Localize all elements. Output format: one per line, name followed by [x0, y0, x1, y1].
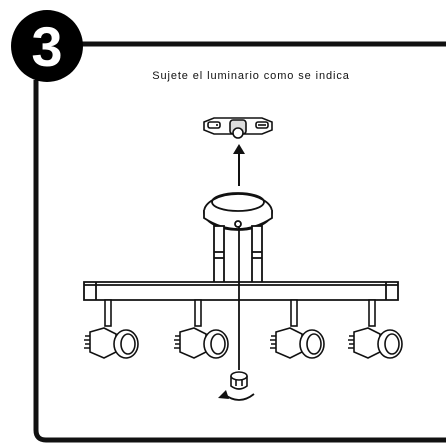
- up-arrow-icon: [233, 144, 245, 186]
- step-number: 3: [31, 15, 62, 78]
- light-bar-icon: [83, 281, 399, 301]
- step-instruction: Sujete el luminario como se indica: [152, 70, 350, 82]
- cap-nut-icon: [230, 371, 248, 390]
- rotate-arrow-icon: [218, 390, 255, 401]
- spotlight-icon: [84, 299, 403, 359]
- step-number-badge: 3: [11, 10, 83, 82]
- mounting-bracket-icon: [203, 117, 273, 139]
- step-frame: [33, 41, 446, 443]
- ceiling-canopy-icon: [203, 192, 273, 231]
- support-rods: [213, 225, 263, 289]
